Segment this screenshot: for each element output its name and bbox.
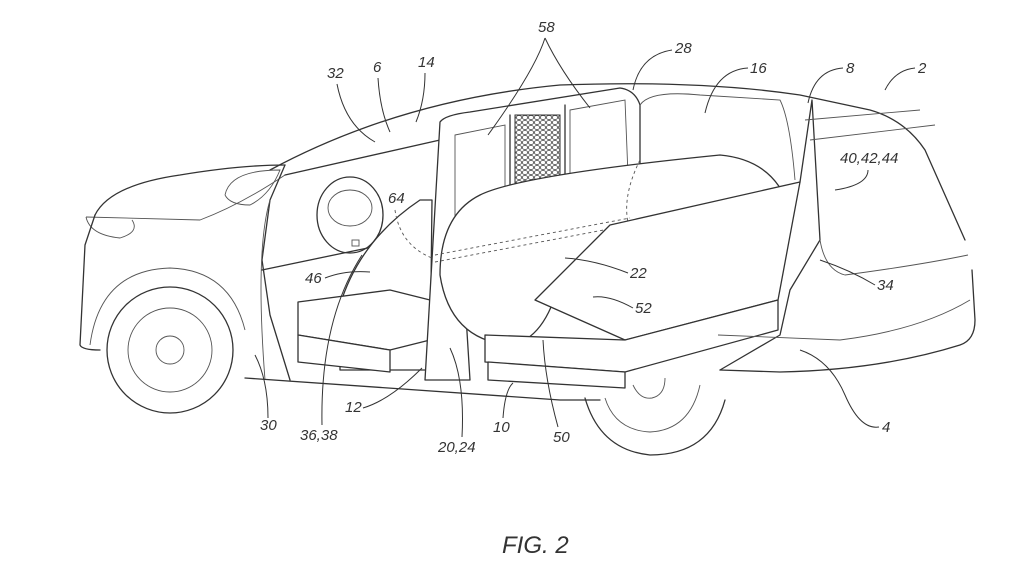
hood-crease	[85, 174, 286, 221]
label-32: 32	[327, 65, 344, 82]
dashboard	[284, 139, 441, 176]
rear-seat-cushion	[484, 299, 779, 373]
label-50: 50	[553, 429, 570, 446]
reference-labels: 58 28 16 8 2 32 6 14 40,42,44 64 46 22 3…	[254, 19, 927, 456]
label-12: 12	[345, 399, 362, 416]
label-2: 2	[917, 60, 927, 77]
rear-window-line	[804, 109, 936, 141]
label-6: 6	[373, 59, 382, 76]
front-wheel-arch	[89, 267, 246, 346]
label-20-24: 20,24	[437, 439, 476, 456]
front-hub	[155, 335, 185, 365]
steering-wheel-icon	[316, 176, 384, 254]
label-58: 58	[538, 19, 555, 36]
label-64: 64	[388, 190, 405, 207]
label-4: 4	[882, 419, 890, 436]
sill	[244, 377, 601, 401]
door-pillar	[424, 87, 641, 381]
rear-body-crease	[717, 299, 971, 341]
rear-door-panel	[719, 99, 821, 371]
label-28: 28	[674, 40, 692, 57]
front-tire	[106, 286, 234, 414]
rear-door	[639, 93, 796, 181]
hood	[94, 164, 286, 216]
label-16: 16	[750, 60, 767, 77]
a-pillar	[261, 164, 291, 381]
rear-seat-back	[534, 181, 801, 341]
roof-line	[269, 83, 966, 241]
rear-tire	[584, 397, 726, 456]
rear-body-lower	[719, 269, 976, 373]
label-34: 34	[877, 277, 894, 294]
vehicle-drawing	[79, 83, 976, 456]
label-46: 46	[305, 270, 322, 287]
label-10: 10	[493, 419, 510, 436]
label-30: 30	[260, 417, 277, 434]
label-52: 52	[635, 300, 652, 317]
label-8: 8	[846, 60, 855, 77]
inflator-arc	[394, 209, 433, 259]
figure-caption: FIG. 2	[502, 532, 569, 559]
door-mesh	[514, 114, 561, 186]
front-rim	[127, 307, 213, 393]
label-14: 14	[418, 54, 435, 71]
rear-quarter	[819, 239, 969, 276]
rear-rim	[604, 384, 701, 433]
label-40-42-44: 40,42,44	[840, 150, 898, 167]
front-door-edge	[260, 199, 271, 381]
rear-hub	[632, 377, 666, 399]
rear-seat-base	[487, 361, 626, 389]
label-36-38: 36,38	[300, 427, 338, 444]
front-seat-base	[297, 334, 391, 373]
mirror	[224, 169, 281, 206]
label-22: 22	[629, 265, 647, 282]
front-body	[79, 214, 101, 351]
